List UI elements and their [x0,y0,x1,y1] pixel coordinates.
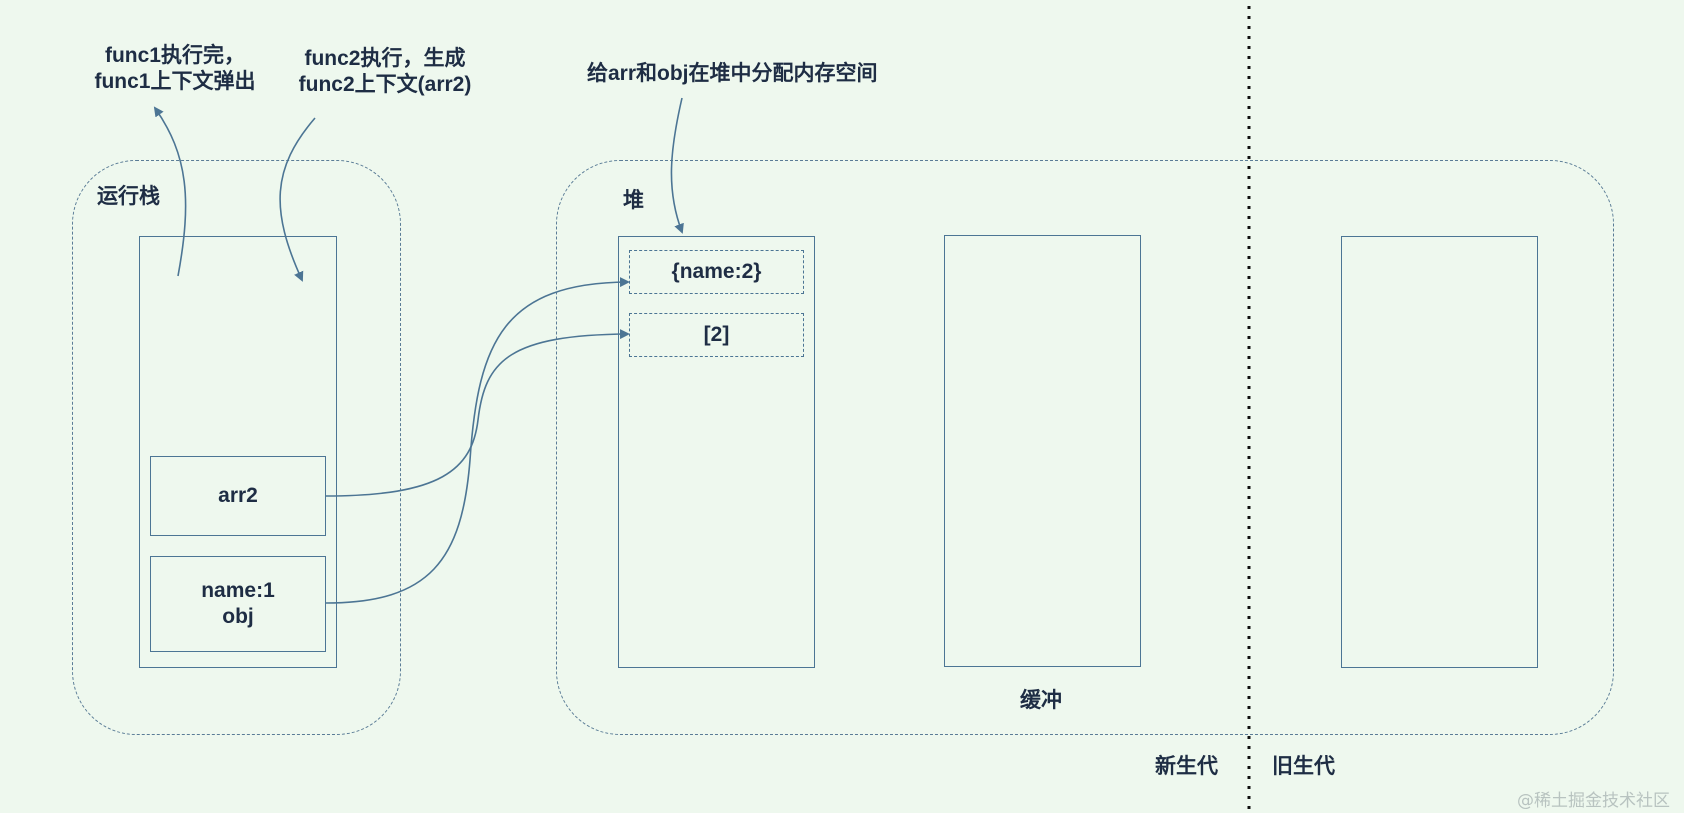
annotation-func2-line1: func2执行，生成 [304,47,466,70]
annotation-func1-line1: func1执行完， [104,44,245,67]
stack-frame-arr2-label: arr2 [218,484,258,507]
annotation-func2-line2: func2上下文(arr2) [298,73,472,96]
stack-frame-name-label: name:1 [201,579,275,602]
heap-object-array-label: [2] [703,323,730,346]
heap-buffer-label: 缓冲 [1020,689,1062,712]
watermark: @稀土掘金技术社区 [1517,791,1670,811]
stack-title: 运行栈 [97,185,160,208]
arrow-obj-to-object [325,277,630,604]
stack-frame-arr2: arr2 [150,456,326,536]
annotation-func1-popped: func1执行完， func1上下文弹出 [75,43,275,95]
stack-region [72,160,401,735]
arrow-func1-pop [153,106,187,277]
old-generation-space [1341,236,1538,668]
annotation-heap-alloc: 给arr和obj在堆中分配内存空间 [587,62,878,85]
stack-container [139,236,337,668]
annotation-func1-line2: func1上下文弹出 [94,70,256,93]
heap-object-name-label: {name:2} [671,260,762,283]
arrow-heap-alloc [670,97,684,234]
heap-object-name: {name:2} [629,250,804,294]
old-generation-label: 旧生代 [1272,755,1335,778]
annotation-func2-created: func2执行，生成 func2上下文(arr2) [280,46,490,98]
heap-region [556,160,1614,735]
stack-frame-obj-label: obj [222,605,254,628]
stack-frame-func2: name:1 obj [150,556,326,652]
arrow-arr2-to-array [325,329,630,497]
heap-from-space [618,236,815,668]
heap-title: 堆 [623,189,644,212]
new-generation-label: 新生代 [1155,755,1218,778]
heap-buffer [944,235,1141,667]
arrow-func2-push [279,117,316,282]
